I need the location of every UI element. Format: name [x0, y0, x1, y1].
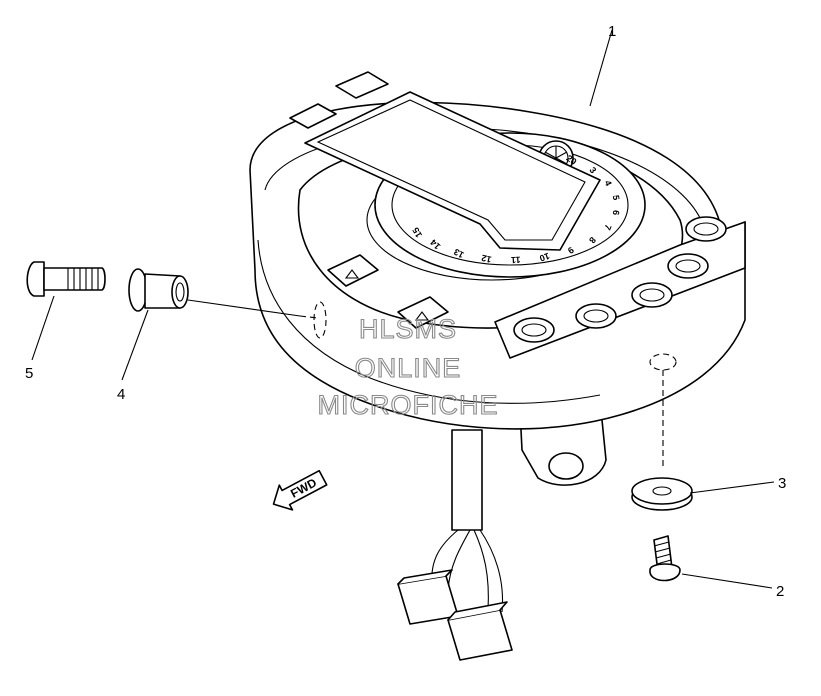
gauge-tick-label: 6 — [611, 210, 622, 216]
indicator-lamp — [631, 282, 673, 308]
callout-3: 3 — [778, 475, 786, 492]
lcd-display — [289, 71, 601, 251]
gauge-tick-label: 13 — [452, 247, 466, 261]
gauge-tick-label: 10 — [538, 251, 551, 264]
watermark-line3: MICROFICHE — [318, 390, 499, 420]
wire-harness — [397, 429, 513, 661]
gauge-tick-label: 5 — [611, 194, 622, 200]
part-2-screw[interactable] — [649, 535, 681, 582]
gauge-tick-label: 4 — [603, 179, 614, 188]
part-4-collar[interactable] — [128, 268, 189, 312]
callout-4: 4 — [117, 386, 125, 403]
gauge-tick-label: 14 — [428, 237, 442, 251]
mode-button-left[interactable] — [327, 254, 379, 287]
gauge-tick-label: 8 — [587, 235, 598, 245]
gauge-tick-label: 9 — [566, 245, 576, 256]
gauge-tick-label: 7 — [602, 223, 613, 232]
gauge-tick-label: 11 — [511, 255, 521, 265]
indicator-lamp — [513, 317, 555, 343]
gauge-tick-label: 3 — [587, 165, 598, 175]
hidden-mount-hole — [649, 353, 677, 371]
mode-button-right[interactable] — [397, 296, 449, 329]
watermark-line1: HLSMS — [359, 314, 457, 344]
indicator-lamp — [575, 303, 617, 329]
watermark-line2: ONLINE — [355, 353, 462, 383]
gauge-tick-label: 20 — [564, 153, 578, 167]
gauge-tick-label: 15 — [410, 226, 424, 240]
gauge-tick-label: 12 — [480, 253, 492, 265]
forward-direction-arrow: FWD — [272, 469, 328, 511]
callout-2: 2 — [776, 583, 784, 600]
callout-5: 5 — [25, 365, 33, 382]
callout-1: 1 — [608, 23, 616, 40]
leader-lines — [31, 29, 775, 589]
indicator-ledge — [494, 216, 746, 359]
part-3-washer[interactable] — [631, 477, 693, 511]
indicator-lamp — [685, 216, 727, 242]
watermark: HLSMS ONLINE MICROFICHE — [317, 313, 499, 420]
indicator-lamp — [667, 253, 709, 279]
hidden-mount-hole — [313, 301, 327, 339]
part-5-bolt[interactable] — [26, 261, 106, 297]
